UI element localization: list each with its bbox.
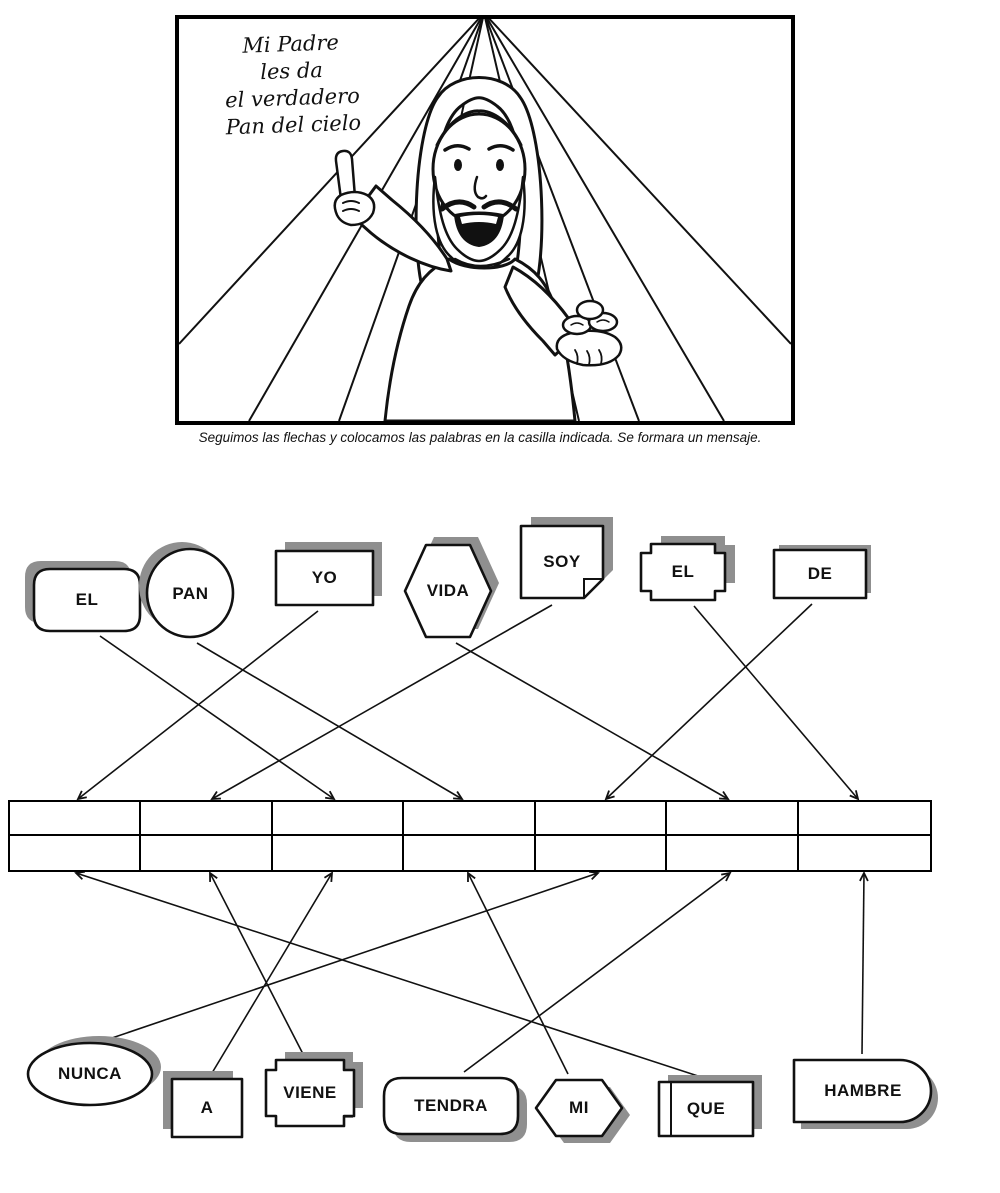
arrow-mi-to-r2c4 [467, 871, 569, 1075]
arrow-que-to-r2c1 [74, 870, 699, 1077]
answer-cell-r2c2[interactable] [141, 836, 273, 870]
answer-cell-r1c2[interactable] [141, 802, 273, 836]
answer-cell-r2c7[interactable] [799, 836, 930, 870]
teeth [460, 215, 498, 224]
word-yo[interactable]: YO [272, 542, 382, 609]
answer-cell-r2c3[interactable] [273, 836, 405, 870]
eyebrow-left [443, 144, 471, 152]
arrow-yo-to-r1c1 [76, 610, 319, 801]
arrow-de-to-r1c5 [604, 603, 813, 801]
word-nunca[interactable]: NUNCA [25, 1036, 161, 1108]
answer-table [8, 800, 932, 872]
nose [473, 175, 488, 200]
arrow-nunca-to-r2c5 [105, 870, 600, 1041]
word-label: YO [311, 568, 338, 587]
word-label: PAN [172, 583, 209, 603]
word-label: VIDA [426, 581, 470, 600]
word-que[interactable]: QUE [655, 1075, 762, 1140]
word-label: NUNCA [58, 1064, 122, 1083]
word-el-2[interactable]: EL [637, 536, 735, 604]
pointing-finger [334, 149, 357, 201]
answer-cell-r1c5[interactable] [535, 802, 668, 836]
answer-cell-r1c3[interactable] [272, 802, 405, 836]
word-label: HAMBRE [824, 1081, 902, 1100]
word-pan[interactable]: PAN [139, 542, 238, 642]
mustache-right [481, 199, 519, 212]
arrow-pan-to-r1c4 [196, 642, 464, 801]
answer-cell-r1c6[interactable] [667, 802, 799, 836]
hairline [435, 109, 523, 147]
answer-cell-r1c4[interactable] [404, 802, 536, 836]
word-a[interactable]: A [163, 1071, 246, 1141]
word-mi[interactable]: MI [532, 1076, 630, 1143]
word-label: A [200, 1098, 214, 1117]
word-label: EL [671, 562, 695, 581]
answer-cell-r2c1[interactable] [10, 836, 142, 870]
arrow-a-to-r2c3 [211, 871, 334, 1074]
word-soy[interactable]: SOY [516, 517, 613, 603]
eye-right [496, 159, 504, 171]
arrow-vida-to-r1c6 [455, 642, 730, 801]
eyebrow-right [487, 144, 515, 152]
word-label: EL [75, 590, 99, 609]
word-de[interactable]: DE [770, 545, 871, 602]
arrow-soy-to-r1c2 [210, 604, 553, 800]
bread-arm-sleeve [503, 265, 581, 357]
arrow-viene-to-r2c2 [209, 871, 304, 1055]
eye-left [454, 159, 462, 171]
open-palm [555, 329, 623, 367]
word-label: MI [569, 1098, 589, 1117]
illustration-frame: Mi Padre les da el verdadero Pan del cie… [175, 15, 795, 425]
word-label: SOY [543, 552, 581, 571]
word-hambre[interactable]: HAMBRE [790, 1056, 938, 1129]
mustache-left [439, 199, 477, 212]
word-viene[interactable]: VIENE [262, 1052, 363, 1130]
answer-cell-r1c7[interactable] [798, 802, 930, 836]
answer-cell-r2c6[interactable] [667, 836, 799, 870]
raised-arm-sleeve [351, 184, 453, 273]
jesus-illustration [179, 19, 791, 421]
word-el-1[interactable]: EL [25, 561, 144, 635]
word-label: VIENE [283, 1083, 337, 1102]
answer-cell-r2c5[interactable] [536, 836, 668, 870]
answer-cell-r2c4[interactable] [404, 836, 536, 870]
word-vida[interactable]: VIDA [400, 537, 499, 642]
jesus-figure [333, 76, 623, 421]
word-label: QUE [686, 1099, 726, 1118]
arrow-hambre-to-r2c7 [859, 870, 869, 1055]
arrow-el2-to-r1c7 [693, 605, 860, 801]
collar [453, 257, 511, 268]
instruction-text: Seguimos las flechas y colocamos las pal… [198, 430, 762, 445]
answer-cell-r1c1[interactable] [10, 802, 142, 836]
arrow-tendra-to-r2c6 [463, 871, 732, 1073]
word-label: TENDRA [414, 1096, 488, 1115]
word-label: DE [807, 564, 833, 583]
bread-loaf [575, 299, 605, 321]
arrow-el-to-r1c3 [99, 635, 336, 801]
word-tendra[interactable]: TENDRA [380, 1074, 527, 1142]
